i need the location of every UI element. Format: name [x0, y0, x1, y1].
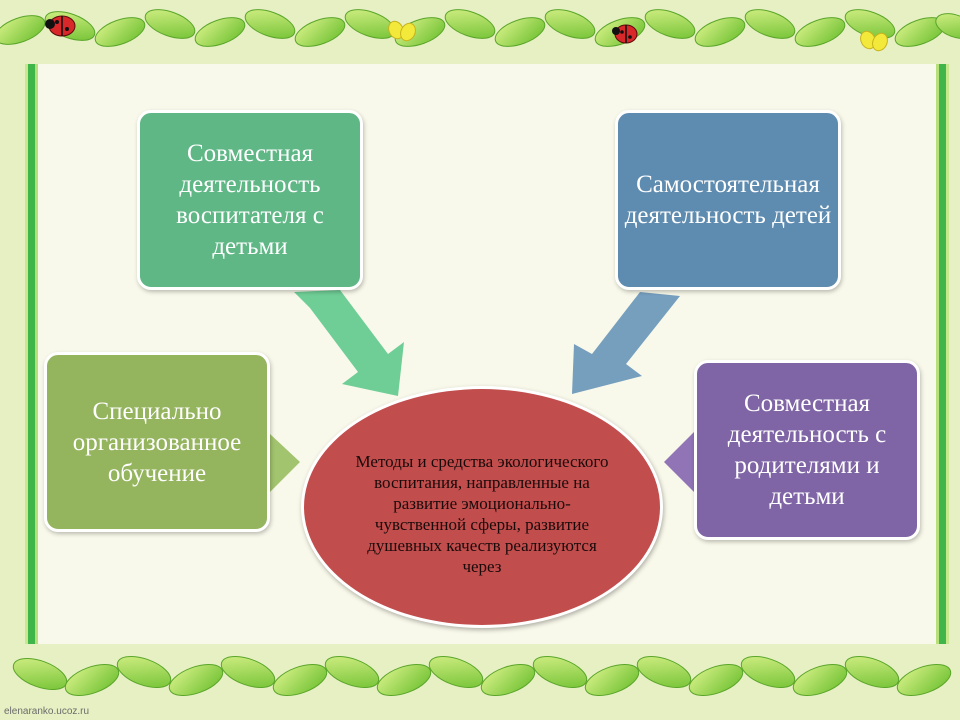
ladybug-icon: [612, 24, 638, 44]
arrow-from-joint-teacher: [294, 290, 404, 396]
box-special-training: Специально организованное обучение: [44, 352, 270, 532]
center-text: Методы и средства экологического воспита…: [355, 452, 609, 576]
butterfly-icon: [860, 30, 888, 52]
box-label: Совместная деятельность с родителями и д…: [727, 390, 887, 510]
ladybug-icon: [45, 15, 76, 37]
box-label: Самостоятельная деятельность детей: [624, 171, 832, 229]
arrow-from-special: [270, 434, 300, 492]
arrow-from-parents: [664, 432, 694, 492]
top-leaf-garland: [0, 0, 960, 64]
watermark: elenaranko.ucoz.ru: [4, 706, 90, 717]
box-label: Специально организованное обучение: [72, 397, 242, 487]
center-ellipse: Методы и средства экологического воспита…: [301, 386, 663, 628]
arrow-from-independent: [572, 292, 680, 394]
box-independent-activity: Самостоятельная деятельность детей: [615, 110, 841, 290]
bottom-leaf-garland: [0, 644, 960, 710]
box-label: Совместная деятельность воспитателя с де…: [176, 140, 324, 260]
box-joint-parents-activity: Совместная деятельность с родителями и д…: [694, 360, 920, 540]
box-joint-teacher-activity: Совместная деятельность воспитателя с де…: [137, 110, 363, 290]
butterfly-icon: [388, 20, 416, 42]
